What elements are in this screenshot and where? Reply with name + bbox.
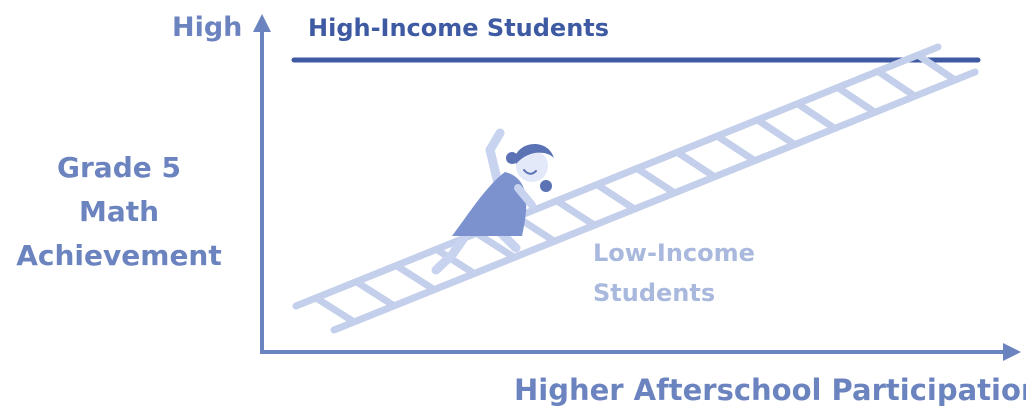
girl-hair-bun-left bbox=[506, 152, 518, 164]
girl-head bbox=[516, 150, 548, 182]
high-income-label: High-Income Students bbox=[308, 14, 610, 42]
ladder-rung bbox=[914, 51, 959, 84]
girl-smile bbox=[523, 169, 537, 175]
x-axis-title: Higher Afterschool Participation bbox=[514, 373, 1026, 407]
y-axis-arrowhead bbox=[253, 14, 271, 32]
girl-dress bbox=[452, 172, 527, 236]
ladder-rung bbox=[713, 132, 759, 165]
ladder-rung bbox=[633, 164, 679, 197]
ladder-rung bbox=[352, 278, 398, 310]
girl-hair bbox=[514, 143, 554, 164]
axes bbox=[253, 14, 1021, 361]
ladder-rail-lower bbox=[330, 68, 979, 334]
low-income-label: Low-Income Students bbox=[593, 233, 755, 313]
ladder-icon bbox=[292, 43, 979, 334]
girl-raised-arm bbox=[485, 128, 505, 188]
ladder-rung bbox=[312, 294, 358, 326]
girl-arm bbox=[514, 184, 536, 209]
ladder-rung bbox=[673, 148, 719, 181]
y-axis-high-label: High bbox=[172, 12, 243, 43]
ladder-rung bbox=[593, 181, 638, 213]
ladder-rung bbox=[553, 197, 598, 229]
ladder-rung bbox=[794, 100, 839, 132]
x-axis-arrowhead bbox=[1003, 343, 1021, 361]
y-axis-title-line-3: Achievement bbox=[16, 239, 222, 272]
low-income-label-line-1: Low-Income bbox=[593, 239, 755, 267]
y-axis-title-line-2: Math bbox=[78, 195, 160, 228]
ladder-rung bbox=[834, 83, 879, 116]
ladder-rung bbox=[392, 262, 438, 294]
girl-hair-bun-right bbox=[540, 180, 552, 192]
ladder-rung bbox=[473, 229, 518, 261]
low-income-label-line-2: Students bbox=[593, 279, 716, 307]
ladder-rail-upper bbox=[292, 43, 942, 310]
girl-climbing-ladder-icon bbox=[431, 128, 554, 275]
y-axis-title: Grade 5 Math Achievement bbox=[2, 146, 236, 278]
girl-leg-left bbox=[431, 227, 473, 275]
ladder-rung bbox=[874, 67, 919, 100]
ladder-rung bbox=[753, 116, 799, 149]
y-axis-title-line-1: Grade 5 bbox=[57, 151, 181, 184]
ladder-rung bbox=[432, 245, 478, 278]
